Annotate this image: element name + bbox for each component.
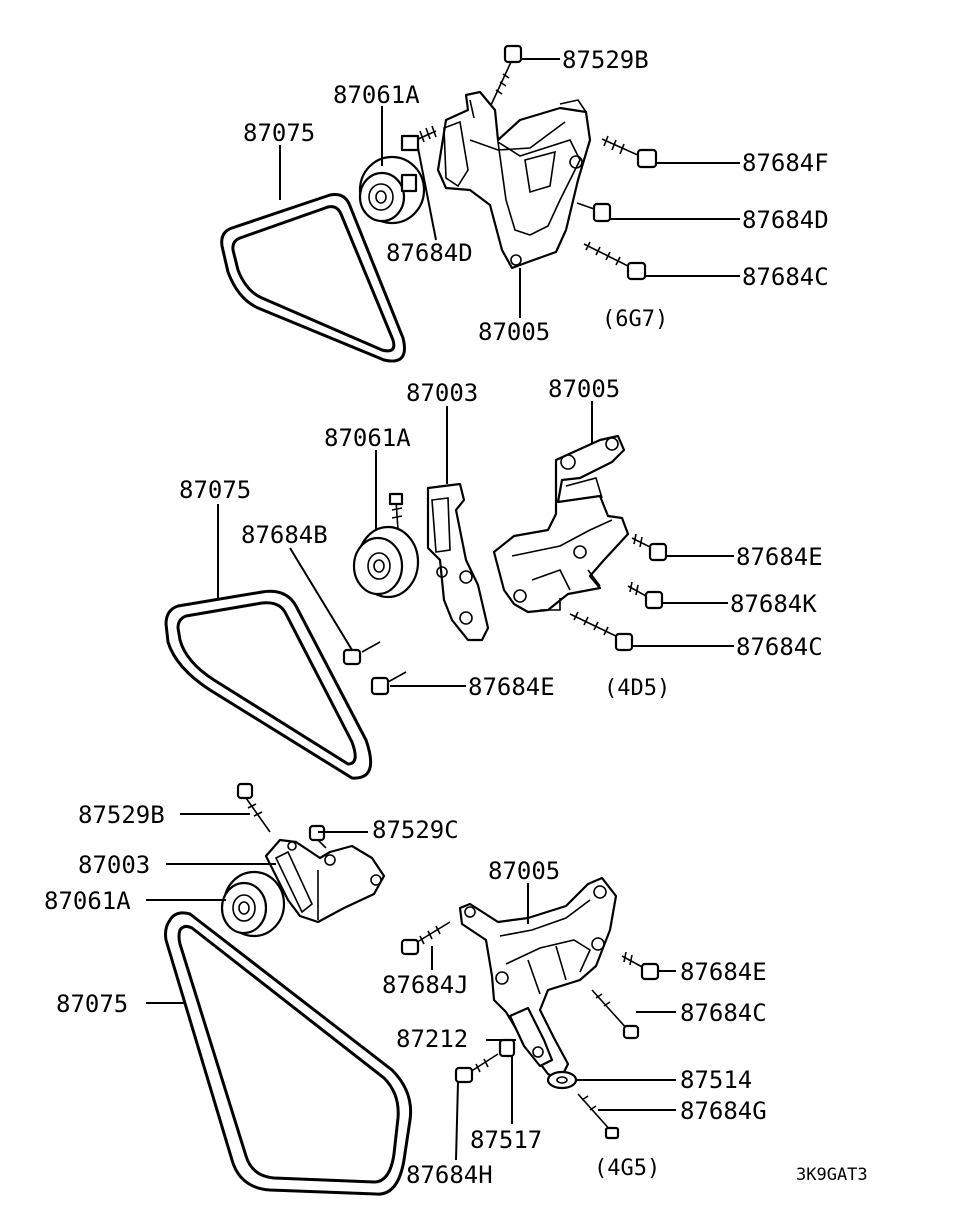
diagram-code: 3K9GAT3 (796, 1165, 868, 1185)
pulley-bolt (400, 125, 437, 152)
bolt-e-bottom (370, 671, 407, 696)
bolt-h (454, 1053, 499, 1084)
label-87005: 87005 (488, 857, 560, 885)
bracket-assembly (436, 90, 592, 270)
label-87003: 87003 (78, 851, 150, 879)
leader-lines (279, 58, 740, 318)
bracket-assembly (458, 876, 618, 1082)
bolt-g (577, 1093, 620, 1140)
label-87684e-right: 87684E (736, 543, 823, 571)
bolt-j (400, 921, 451, 956)
tensioner-bracket (426, 482, 490, 642)
top-bolt (236, 782, 271, 833)
label-87529c: 87529C (372, 816, 459, 844)
label-87684e: 87684E (680, 958, 767, 986)
bolt-e-right (631, 533, 668, 562)
engine-variant-6g7: (6G7) (602, 307, 668, 332)
label-87003: 87003 (406, 379, 478, 407)
drive-belt (220, 193, 406, 363)
label-87684j: 87684J (382, 971, 469, 999)
label-87005: 87005 (478, 318, 550, 346)
label-87684g: 87684G (680, 1097, 767, 1125)
bolt-c (591, 989, 640, 1040)
label-87684d-left: 87684D (386, 239, 473, 267)
label-87684e-bottom: 87684E (468, 673, 555, 701)
idler-pulley (352, 492, 420, 599)
engine-variant-4d5: (4D5) (604, 676, 670, 701)
idler-pulley (220, 870, 286, 938)
bolt-c (583, 241, 647, 281)
bolt-c (569, 611, 634, 652)
tensioner-bracket (264, 838, 386, 924)
label-87075: 87075 (56, 990, 128, 1018)
bolt-k (627, 581, 664, 610)
washer-87514 (546, 1070, 578, 1090)
top-bolt (490, 44, 523, 106)
label-87684d-right: 87684D (742, 206, 829, 234)
label-87684c: 87684C (736, 633, 823, 661)
label-87684h: 87684H (406, 1161, 493, 1189)
bolt-f (601, 135, 658, 169)
label-87075: 87075 (243, 119, 315, 147)
group-4g5: 87529B 87529C 87003 87061A 87075 87005 8… (44, 782, 767, 1196)
spacer-87517 (498, 1038, 516, 1058)
label-87684c: 87684C (680, 999, 767, 1027)
idler-piece-87212 (508, 1006, 554, 1068)
label-87529b: 87529B (562, 46, 649, 74)
bracket-assembly (492, 434, 630, 614)
label-87684c: 87684C (742, 263, 829, 291)
bolt-e (621, 951, 660, 981)
leader-lines (217, 401, 734, 687)
label-87684k: 87684K (730, 590, 817, 618)
small-bolt (308, 824, 327, 849)
drive-belt (164, 911, 413, 1196)
label-87684f: 87684F (742, 149, 829, 177)
drive-belt (164, 589, 373, 780)
label-87684b: 87684B (241, 521, 328, 549)
label-87212: 87212 (396, 1025, 468, 1053)
engine-variant-4g5: (4G5) (594, 1156, 660, 1181)
idler-pulley (358, 155, 426, 225)
group-4d5: 87003 87005 87061A 87075 87684B 87684E 8… (164, 375, 823, 780)
label-87061a: 87061A (333, 81, 420, 109)
label-87061a: 87061A (44, 887, 131, 915)
label-87075: 87075 (179, 476, 251, 504)
label-87514: 87514 (680, 1066, 752, 1094)
bolt-d (576, 202, 612, 223)
label-87517: 87517 (470, 1126, 542, 1154)
group-6g7: 87529B 87061A 87075 87684F 87684D 87684D… (220, 44, 829, 363)
label-87061a: 87061A (324, 424, 411, 452)
label-87005: 87005 (548, 375, 620, 403)
leader-lines (146, 813, 676, 1161)
label-87529b: 87529B (78, 801, 165, 829)
